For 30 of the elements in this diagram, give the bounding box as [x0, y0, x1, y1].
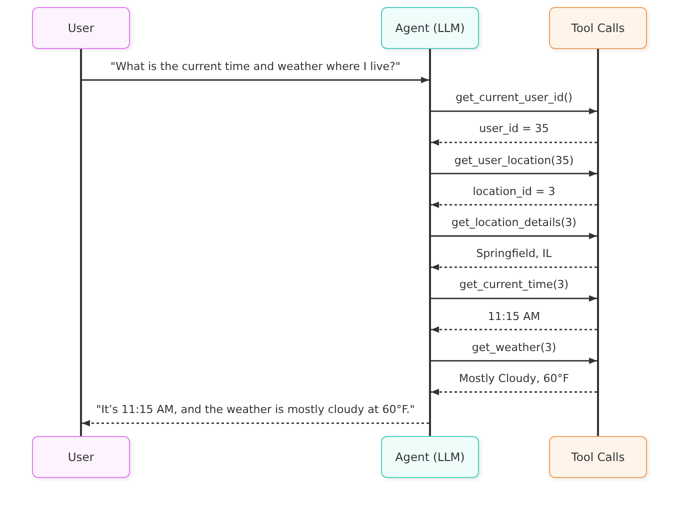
participant-box: Agent (LLM)	[381, 7, 479, 49]
participant-box: Tool Calls	[549, 436, 647, 478]
edge-label: user_id = 35	[477, 122, 551, 136]
message-arrow	[431, 388, 597, 396]
message-arrow	[431, 139, 597, 146]
participant-box: User	[32, 7, 130, 49]
participant-box: Agent (LLM)	[381, 436, 479, 478]
participant-box: User	[32, 436, 130, 478]
message-arrow	[431, 170, 597, 177]
edge-label: location_id = 3	[470, 184, 558, 199]
edge-label: get_user_location(35)	[452, 154, 576, 168]
lifeline	[597, 49, 599, 436]
message-arrow	[431, 264, 597, 270]
lifeline	[429, 49, 431, 436]
edge-label: get_location_details(3)	[450, 216, 578, 230]
participant-box: Tool Calls	[549, 7, 647, 49]
message-arrow	[431, 295, 597, 302]
message-arrow	[431, 232, 597, 240]
message-arrow	[82, 420, 429, 426]
message-arrow	[431, 202, 597, 208]
edge-label: get_current_time(3)	[457, 278, 571, 292]
edge-label: Springfield, IL	[474, 247, 554, 262]
message-arrow	[431, 108, 597, 114]
edge-label: "It’s 11:15 AM, and the weather is mostly cloudy at 60°F."	[94, 403, 417, 418]
edge-label: get_weather(3)	[470, 340, 558, 355]
message-arrow	[82, 76, 429, 84]
message-arrow	[431, 326, 597, 333]
edge-label: get_current_user_id()	[454, 91, 574, 106]
message-arrow	[431, 358, 597, 364]
lifeline	[80, 49, 82, 436]
